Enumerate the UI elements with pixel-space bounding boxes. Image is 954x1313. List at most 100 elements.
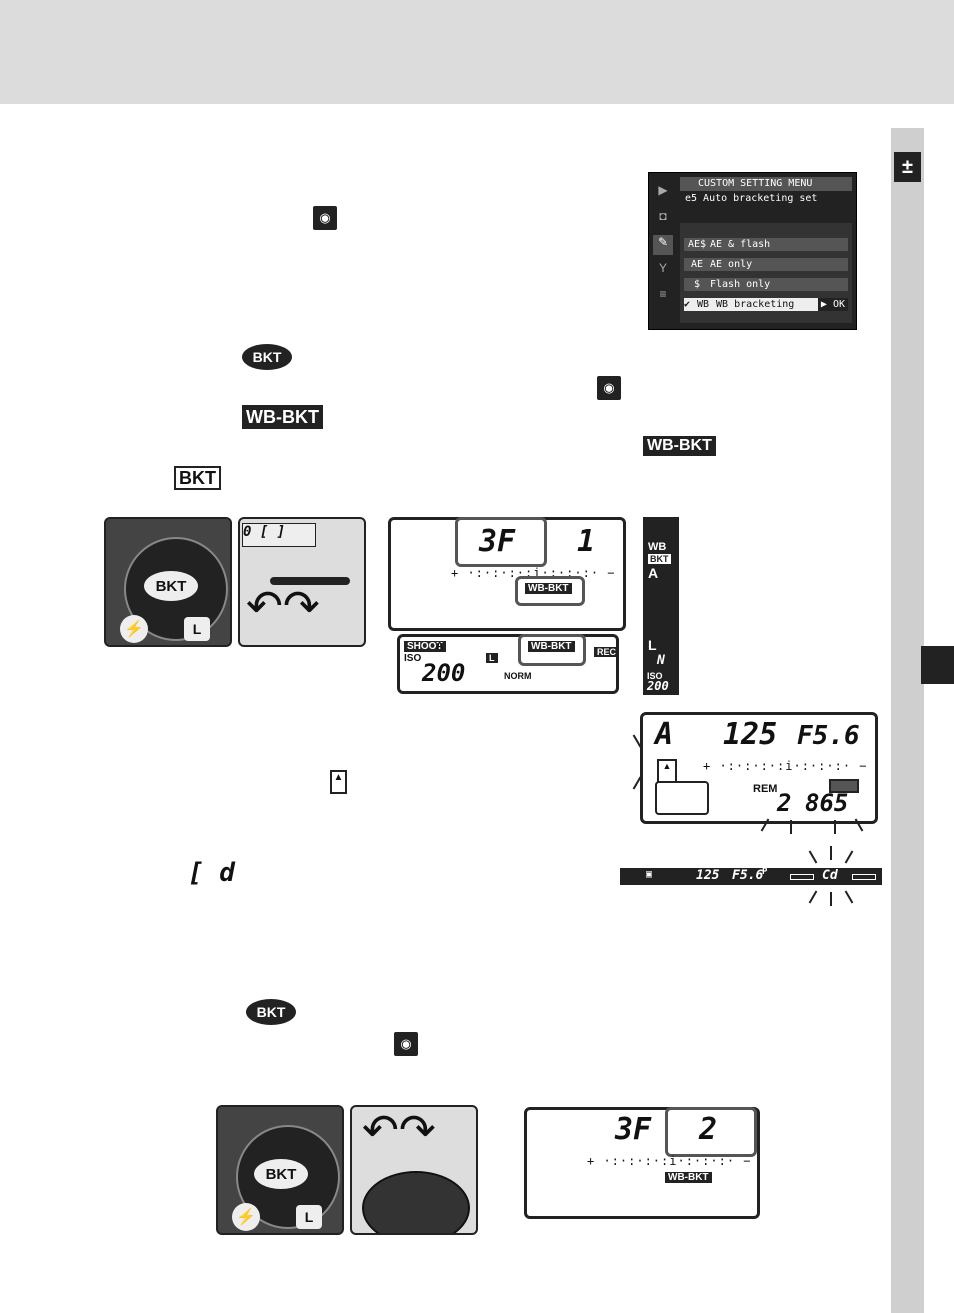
aperture: F5.6 bbox=[797, 721, 860, 751]
bracket-step-readout: 1 bbox=[577, 524, 596, 559]
wrench-icon: Y bbox=[658, 261, 667, 275]
chapter-tab-marker bbox=[921, 646, 954, 684]
vf-shutter: 125 bbox=[696, 868, 720, 883]
shoot-mode: A bbox=[436, 641, 444, 652]
blink-ray bbox=[830, 892, 832, 906]
control-panel-lcd-full: A 125 F5.6 ▲ + ·:·:·:·:i·:·:·:· − REM 2 … bbox=[640, 712, 878, 824]
vf-bar bbox=[852, 874, 876, 880]
menu-option[interactable]: $Flash only bbox=[684, 278, 848, 291]
side-tab-strip bbox=[891, 128, 924, 1313]
control-panel-readout: 0 [ ] bbox=[242, 523, 316, 547]
bkt-button[interactable]: BKT bbox=[254, 1159, 308, 1189]
rec-label: REC bbox=[594, 647, 620, 657]
eye-icon: ◉ bbox=[313, 206, 337, 230]
bkt-label: BKT bbox=[648, 554, 671, 564]
vf-aperture: F5.6 bbox=[732, 868, 764, 883]
value-highlight bbox=[665, 1107, 757, 1157]
rotate-arrow-icon: ↶↷ bbox=[362, 1106, 436, 1155]
size-label: L bbox=[648, 637, 657, 653]
bkt-button-photo: BKT ⚡ L bbox=[216, 1105, 344, 1235]
frames-readout: 3F bbox=[479, 524, 516, 559]
frames-highlight bbox=[455, 517, 547, 567]
battery-icon bbox=[829, 779, 859, 793]
count-prefix: 2 bbox=[777, 789, 792, 817]
wb-label: WB bbox=[648, 541, 667, 553]
cd-indicator: [ d bbox=[188, 858, 235, 888]
vf-bar bbox=[790, 874, 814, 880]
playback-icon: ▶ bbox=[658, 183, 668, 197]
menu-title: CUSTOM SETTING MENU bbox=[680, 177, 852, 191]
flash-icon: ⚡ bbox=[120, 615, 148, 643]
eye-icon: ◉ bbox=[394, 1032, 418, 1056]
blink-ray bbox=[830, 846, 832, 860]
bkt-button-photo: BKT ⚡ L bbox=[104, 517, 232, 647]
main-dial-photo: 0 [ ] ↶↷ bbox=[238, 517, 366, 647]
eye-icon: ◉ bbox=[597, 376, 621, 400]
wb-bkt-badge: WB-BKT bbox=[665, 1172, 712, 1183]
metering-icon: ▣ bbox=[646, 869, 653, 880]
blink-ray bbox=[834, 820, 836, 834]
rear-control-panel-lcd: SHOOT A ISO 200 L WB-BKT NORM REC bbox=[397, 634, 620, 694]
frames-remaining: 865 bbox=[805, 789, 849, 817]
ok-prompt: ▶ OK bbox=[817, 298, 848, 311]
memory-card-icon: ▲ bbox=[330, 770, 347, 794]
lock-button: L bbox=[184, 617, 210, 641]
rem-label: REM bbox=[753, 783, 778, 795]
quality-label: N bbox=[657, 653, 665, 668]
blink-ray bbox=[844, 890, 854, 904]
flash-icon: ⚡ bbox=[232, 1203, 260, 1231]
custom-setting-menu: ▶ ◘ ✎ Y ≡ CUSTOM SETTING MENU e5 Auto br… bbox=[648, 172, 857, 330]
vf-mode: P bbox=[762, 867, 768, 877]
memory-card-icon: ▲ bbox=[657, 759, 677, 783]
control-panel-lcd: 3F 2 + ·:·:·:·:i·:·:·:· − WB-BKT bbox=[524, 1107, 760, 1219]
viewfinder-display: ▣ 125 F5.6 P Cd bbox=[620, 867, 882, 885]
sub-command-dial[interactable] bbox=[362, 1171, 470, 1233]
wb-bkt-indicator: WB-BKT bbox=[242, 405, 323, 429]
camera-icon: ◘ bbox=[659, 209, 667, 223]
focus-area-icon bbox=[655, 781, 709, 815]
rotate-arrow-icon: ↶↷ bbox=[246, 582, 320, 631]
image-size-badge: L bbox=[486, 653, 498, 663]
exposure-scale: + ·:·:·:·:i·:·:·:· − bbox=[703, 759, 868, 773]
control-panel-lcd: 3F 1 + ·:·:·:·:i·:·:·:· − WB-BKT bbox=[388, 517, 626, 631]
iso-label: ISO bbox=[647, 671, 663, 681]
bkt-button-icon: BKT bbox=[242, 344, 292, 370]
iso-label: ISO bbox=[404, 653, 422, 664]
shoot-label: SHOOT bbox=[404, 641, 446, 652]
viewfinder-strip: WB BKT A L N ISO 200 bbox=[643, 517, 679, 695]
iso-value: 200 bbox=[422, 659, 466, 687]
shutter-speed: 125 bbox=[723, 717, 778, 752]
exposure-scale: + ·:·:·:·:i·:·:·:· − bbox=[587, 1154, 752, 1168]
wb-bkt-indicator-right: WB-BKT bbox=[643, 436, 716, 456]
quality-label: NORM bbox=[504, 671, 532, 681]
menu-subtitle: e5 Auto bracketing set bbox=[685, 193, 818, 204]
wb-bkt-badge: WB-BKT bbox=[528, 641, 575, 652]
blink-ray bbox=[808, 890, 818, 904]
bracket-step-readout: 2 bbox=[699, 1112, 718, 1147]
check-icon: ✔ bbox=[684, 299, 691, 310]
bkt-button[interactable]: BKT bbox=[144, 571, 198, 601]
iso-value: 200 bbox=[647, 679, 669, 693]
bkt-indicator: BKT bbox=[174, 466, 221, 490]
wb-bkt-badge: WB-BKT bbox=[525, 583, 572, 594]
blink-ray bbox=[844, 850, 854, 864]
list-icon: ≡ bbox=[659, 287, 667, 301]
header-band bbox=[0, 0, 954, 104]
pencil-icon[interactable]: ✎ bbox=[653, 235, 673, 255]
lock-button: L bbox=[296, 1205, 322, 1229]
badge-highlight bbox=[518, 634, 586, 666]
wb-mode: A bbox=[648, 565, 659, 581]
exposure-compensation-icon: ± bbox=[894, 152, 921, 182]
menu-sidebar: ▶ ◘ ✎ Y ≡ bbox=[651, 177, 675, 325]
bkt-button-icon: BKT bbox=[246, 999, 296, 1025]
menu-option[interactable]: AE$AE & flash bbox=[684, 238, 848, 251]
sub-dial-photo: ↶↷ bbox=[350, 1105, 478, 1235]
command-dial[interactable] bbox=[270, 577, 350, 585]
blink-ray bbox=[790, 820, 792, 834]
exposure-mode: A bbox=[655, 717, 674, 752]
frames-readout: 3F bbox=[615, 1112, 652, 1147]
badge-highlight bbox=[515, 576, 585, 606]
